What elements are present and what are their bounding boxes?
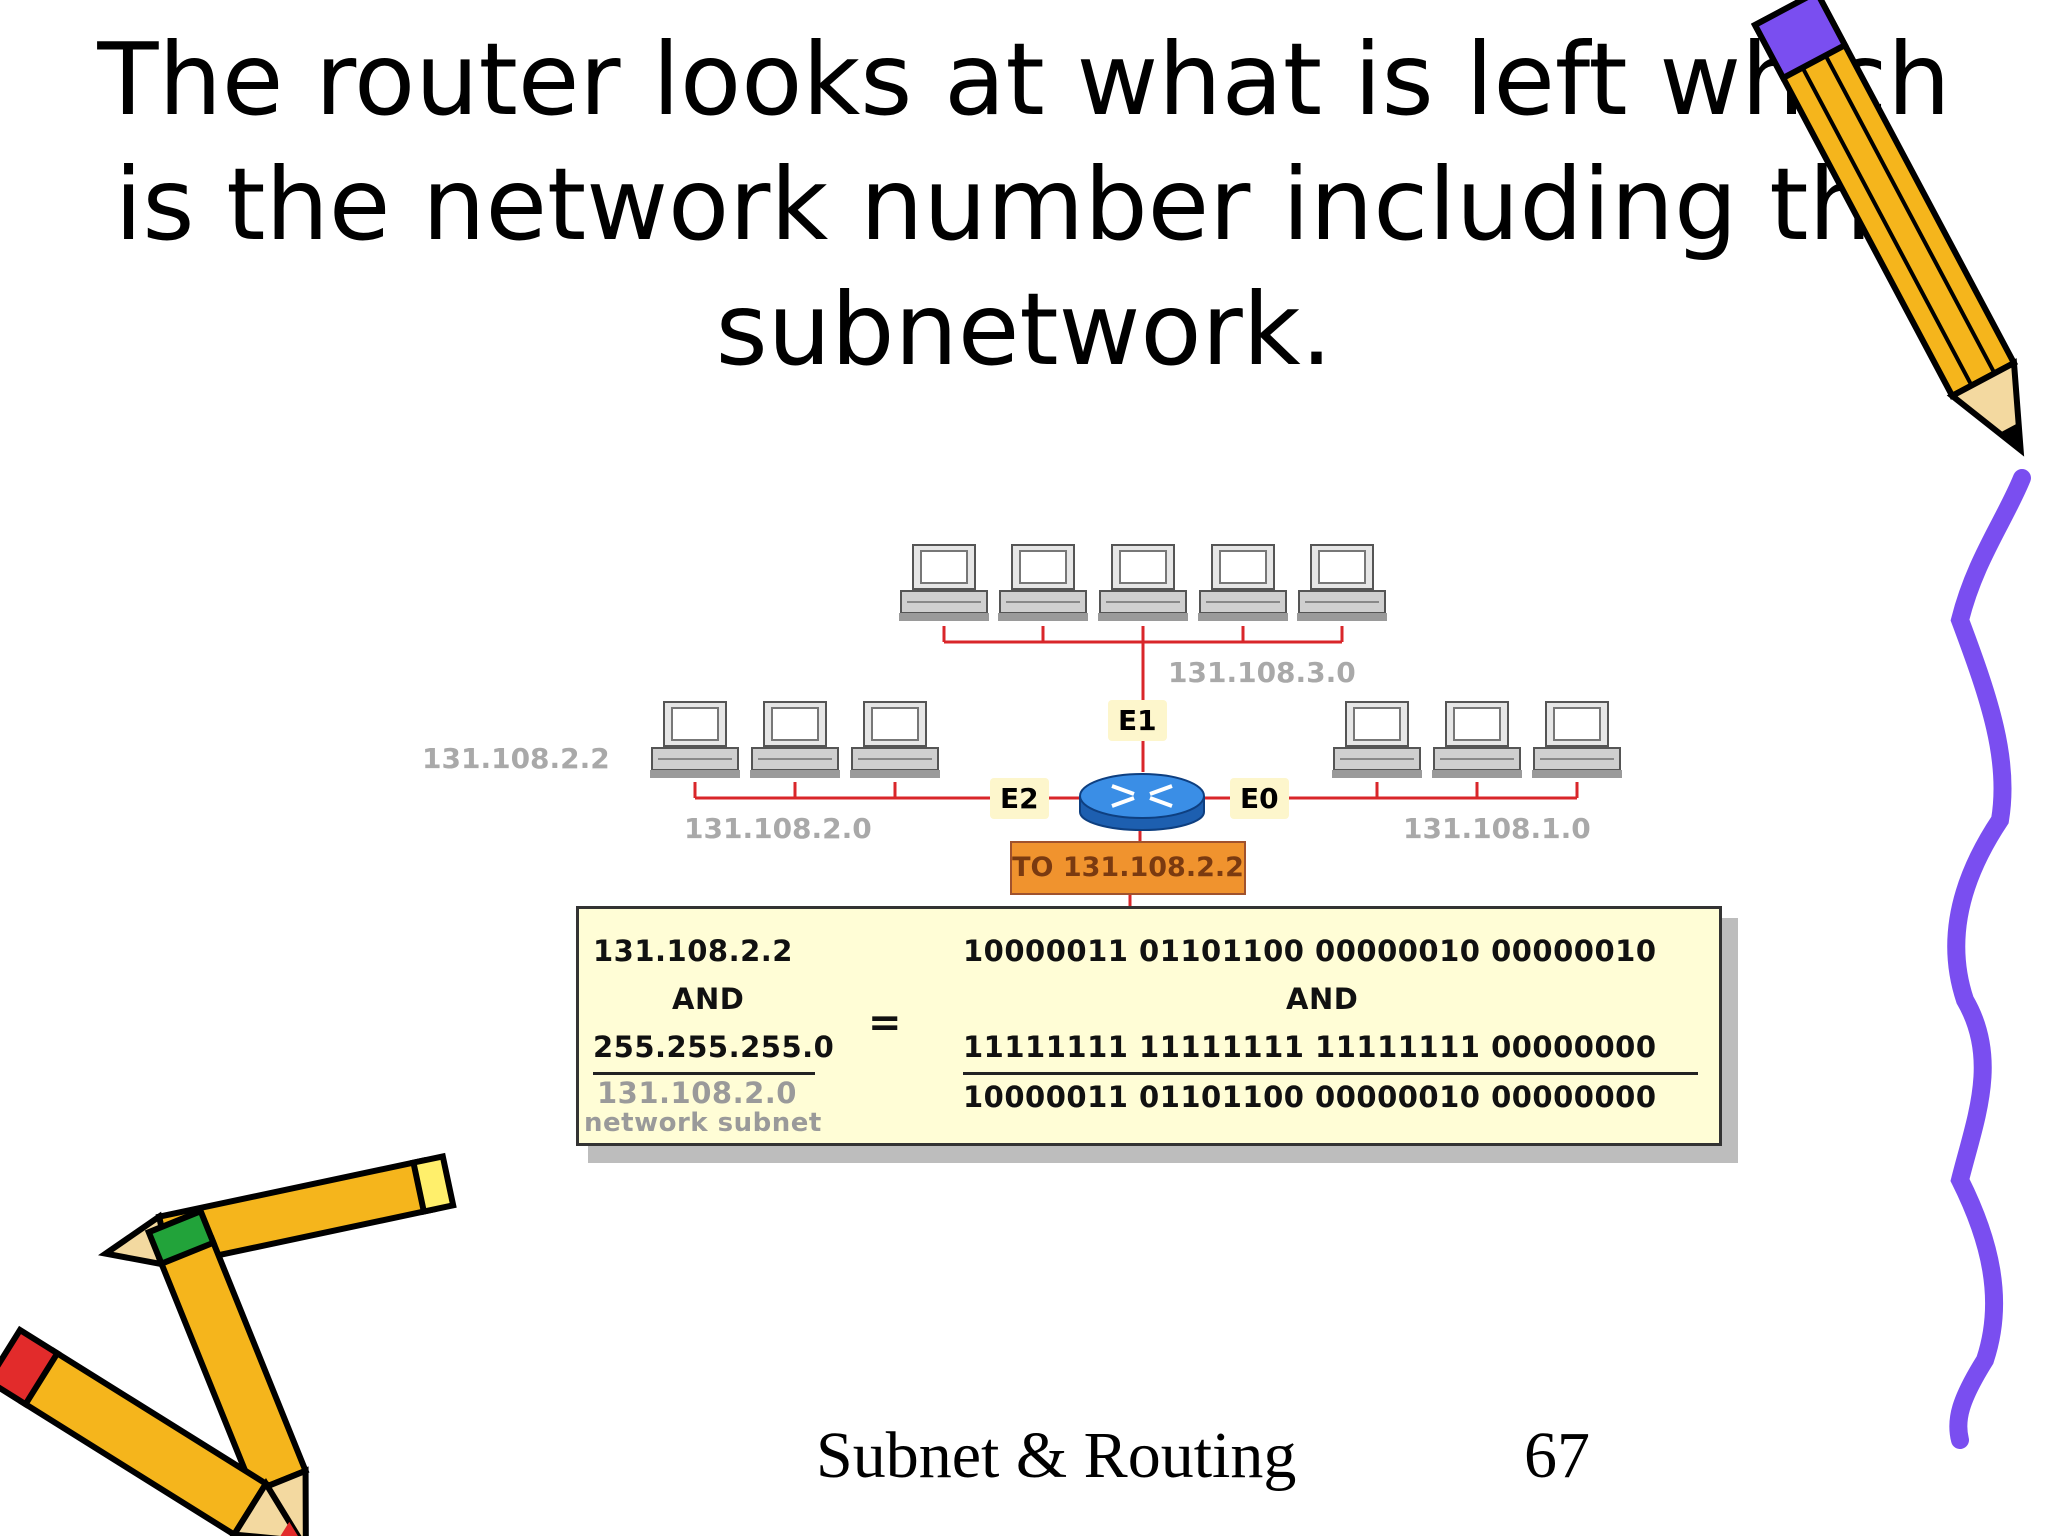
port-e1-label: E1 xyxy=(1108,700,1167,741)
mask-dotted: 255.255.255.0 xyxy=(593,1030,835,1064)
pc-left-1-icon xyxy=(649,701,741,779)
and-right: AND xyxy=(1286,982,1359,1016)
pc-right-3-icon xyxy=(1531,701,1623,779)
right-result-rule xyxy=(963,1072,1698,1075)
host-left-ip-label: 131.108.2.2 xyxy=(422,742,610,775)
ip-dotted: 131.108.2.2 xyxy=(593,934,793,968)
pc-right-1-icon xyxy=(1331,701,1423,779)
pc-top-4-icon xyxy=(1197,544,1289,622)
pc-left-3-icon xyxy=(849,701,941,779)
equals-sign: = xyxy=(868,1000,902,1046)
calc-box xyxy=(576,906,1722,1146)
left-result-rule xyxy=(593,1072,815,1075)
pencil-bottom-c-icon xyxy=(0,1325,307,1536)
destination-box: TO 131.108.2.2 xyxy=(1010,841,1246,895)
pencil-top-right-icon xyxy=(1750,0,2025,457)
network-top-label: 131.108.3.0 xyxy=(1168,656,1356,689)
result-dotted: 131.108.2.0 xyxy=(597,1076,797,1110)
port-e0-label: E0 xyxy=(1230,778,1289,819)
pc-top-2-icon xyxy=(997,544,1089,622)
footer-caption: Subnet & Routing xyxy=(816,1419,1297,1492)
and-left: AND xyxy=(672,982,745,1016)
slide-title-line-1: The router looks at what is left which xyxy=(97,21,1951,138)
network-right-label: 131.108.1.0 xyxy=(1403,812,1591,845)
pc-right-2-icon xyxy=(1431,701,1523,779)
cable-top-network xyxy=(942,626,1344,772)
port-e2-label: E2 xyxy=(990,778,1049,819)
page-number: 67 xyxy=(1524,1419,1590,1492)
router-icon xyxy=(1079,773,1205,831)
result-caption: network subnet xyxy=(584,1108,822,1138)
ip-binary: 10000011 01101100 00000010 00000010 xyxy=(963,934,1657,968)
network-left-label: 131.108.2.0 xyxy=(684,812,872,845)
mask-binary: 11111111 11111111 11111111 00000000 xyxy=(963,1030,1657,1064)
result-binary: 10000011 01101100 00000010 00000000 xyxy=(963,1080,1657,1114)
wavy-border xyxy=(1947,469,2031,1449)
slide-title-line-3: subnetwork. xyxy=(715,271,1333,388)
pc-top-3-icon xyxy=(1097,544,1189,622)
pc-left-2-icon xyxy=(749,701,841,779)
pc-top-1-icon xyxy=(898,544,990,622)
slide-title-line-2: is the network number including the xyxy=(114,146,1934,263)
pc-top-5-icon xyxy=(1296,544,1388,622)
